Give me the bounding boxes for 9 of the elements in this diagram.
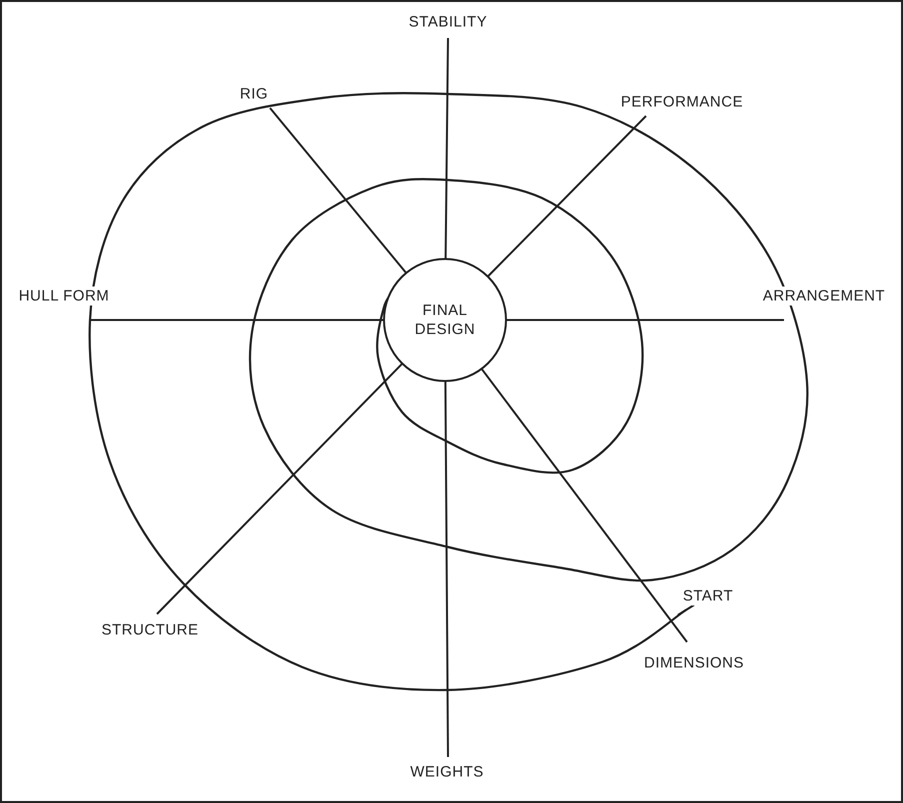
spoke-line	[487, 115, 647, 278]
spoke-line	[444, 381, 449, 757]
spoke-line	[269, 107, 407, 274]
center-label: FINAL DESIGN	[414, 301, 476, 339]
spoke-line	[480, 368, 688, 643]
spoke-line	[156, 362, 404, 615]
spoke-line	[506, 319, 784, 321]
spoke-line	[89, 319, 384, 321]
spoke-line	[444, 38, 449, 260]
